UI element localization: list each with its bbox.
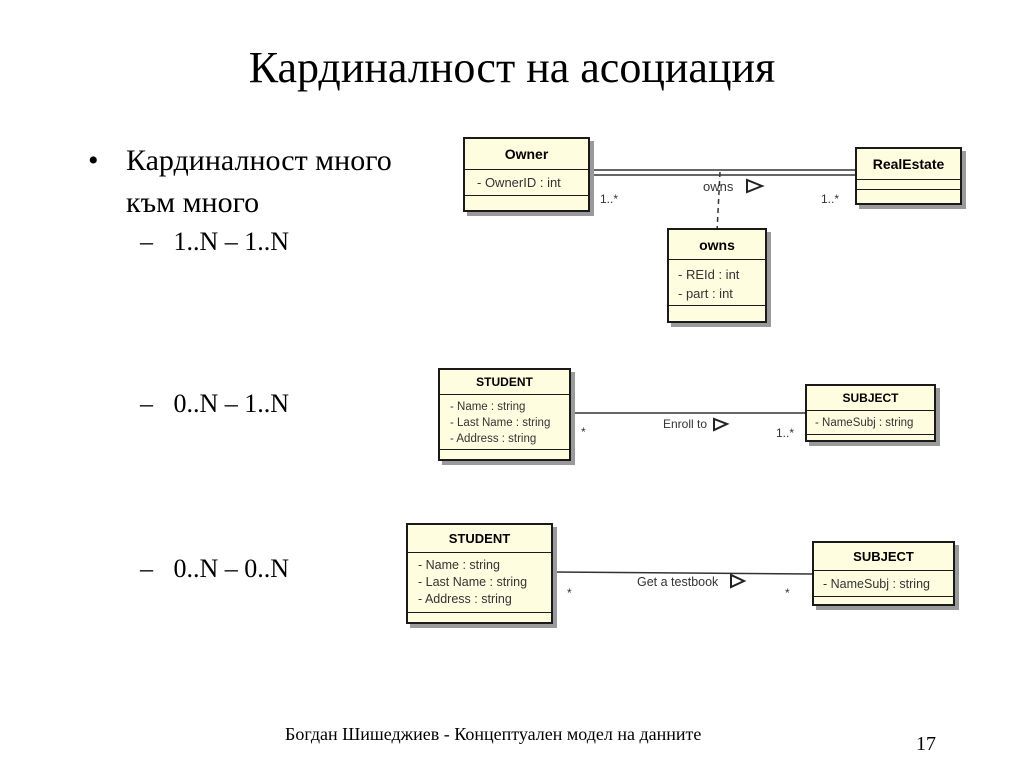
association-label: Enroll to <box>663 417 708 431</box>
sub-item-text: 0..N – 1..N <box>173 389 290 418</box>
class-attributes: - NameSubj : string <box>814 571 953 597</box>
footer-text: Богдан Шишеджиев - Концептуален модел на… <box>285 724 702 744</box>
association-label: owns <box>703 179 734 194</box>
class-attribute: - part : int <box>678 286 733 301</box>
student-subject-association-1 <box>571 412 805 432</box>
uml-class-owner[interactable]: Owner - OwnerID : int <box>463 137 590 212</box>
class-attributes <box>857 180 960 190</box>
owner-realestate-association <box>592 169 856 233</box>
class-name: Owner <box>465 139 588 170</box>
class-attributes: - OwnerID : int <box>465 170 588 196</box>
multiplicity-right: 1..* <box>776 426 795 440</box>
class-attributes: - Name : string - Last Name : string - A… <box>408 553 551 613</box>
sub-item-1: – 1..N – 1..N <box>140 226 289 258</box>
class-attribute: - Last Name : string <box>418 575 528 589</box>
multiplicity-left: 1..* <box>600 192 619 206</box>
class-attribute: - OwnerID : int <box>477 175 561 190</box>
class-name: owns <box>669 230 765 260</box>
class-name: SUBJECT <box>814 543 953 571</box>
student-subject-association-2 <box>552 571 813 589</box>
direction-arrow-icon <box>746 178 765 194</box>
sub-dash: – <box>140 227 153 256</box>
class-attributes: - REId : int - part : int <box>669 260 765 306</box>
uml-class-subject[interactable]: SUBJECT - NameSubj : string <box>812 541 955 606</box>
sub-dash: – <box>140 554 153 583</box>
class-attributes: - Name : string - Last Name : string - A… <box>440 395 569 450</box>
class-attribute: - Address : string <box>418 592 512 606</box>
bullet-text: Кардиналност много към много <box>126 144 392 219</box>
uml-class-student[interactable]: STUDENT - Name : string - Last Name : st… <box>438 368 571 461</box>
class-attribute: - Last Name : string <box>450 417 551 429</box>
uml-class-student[interactable]: STUDENT - Name : string - Last Name : st… <box>406 523 553 624</box>
class-name: SUBJECT <box>807 386 934 411</box>
uml-class-owns[interactable]: owns - REId : int - part : int <box>667 228 767 323</box>
class-attributes: - NameSubj : string <box>807 411 934 435</box>
sub-item-2: – 0..N – 1..N <box>140 388 289 420</box>
class-attribute: - NameSubj : string <box>815 417 914 429</box>
uml-class-subject[interactable]: SUBJECT - NameSubj : string <box>805 384 936 442</box>
class-attribute: - REId : int <box>678 267 740 282</box>
multiplicity-left: * <box>567 586 572 600</box>
class-attribute: - Address : string <box>450 433 537 445</box>
bullet-marker: • <box>88 144 99 177</box>
sub-item-text: 0..N – 0..N <box>173 554 290 583</box>
association-label: Get a testbook <box>637 575 719 589</box>
sub-dash: – <box>140 389 153 418</box>
page-number: 17 <box>916 733 936 755</box>
multiplicity-right: * <box>785 586 790 600</box>
class-attribute: - NameSubj : string <box>823 577 930 591</box>
class-attribute: - Name : string <box>450 401 526 413</box>
multiplicity-left: * <box>581 425 586 439</box>
class-attribute: - Name : string <box>418 558 500 572</box>
class-name: STUDENT <box>440 370 569 395</box>
direction-arrow-icon <box>730 573 747 589</box>
sub-item-3: – 0..N – 0..N <box>140 553 289 585</box>
slide-title: Кардиналност на асоциация <box>248 43 776 92</box>
class-name: RealEstate <box>857 149 960 180</box>
uml-class-realestate[interactable]: RealEstate <box>855 147 962 205</box>
class-name: STUDENT <box>408 525 551 553</box>
multiplicity-right: 1..* <box>821 192 840 206</box>
direction-arrow-icon <box>713 417 730 432</box>
sub-item-text: 1..N – 1..N <box>173 227 290 256</box>
